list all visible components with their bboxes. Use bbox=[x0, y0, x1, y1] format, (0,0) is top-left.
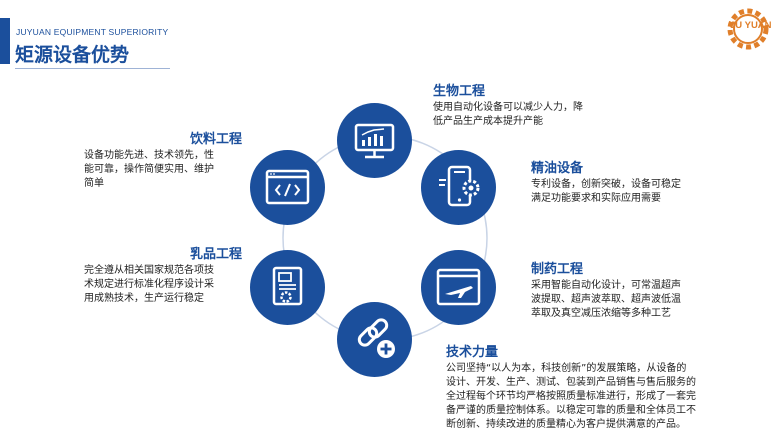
item-description: 采用智能自动化设计，可常温超声 波提取、超声波萃取、超声波低温 萃取及真空减压浓… bbox=[531, 280, 681, 319]
node-beverage bbox=[250, 150, 325, 225]
node-bioengineering bbox=[337, 103, 412, 178]
company-logo-text: JU YUAN bbox=[730, 20, 772, 31]
node-technical-strength bbox=[337, 302, 412, 377]
page-title: 矩源设备优势 bbox=[15, 44, 130, 66]
header-subtitle: JUYUAN EQUIPMENT SUPERIORITY bbox=[16, 27, 169, 37]
item-pharmaceutical: 制药工程 采用智能自动化设计，可常温超声 波提取、超声波萃取、超声波低温 萃取及… bbox=[531, 258, 731, 321]
item-dairy: 乳品工程 完全遵从相关国家规范各项技 术规定进行标准化程序设计采 用成熟技术，生… bbox=[84, 243, 254, 306]
item-description: 专利设备，创新突破，设备可稳定 满足功能要求和实际应用需要 bbox=[531, 179, 681, 204]
node-essential-oil bbox=[421, 150, 496, 225]
item-title: 生物工程 bbox=[433, 84, 486, 99]
item-description: 使用自动化设备可以减少人力，降 低产品生产成本提升产能 bbox=[433, 102, 583, 127]
document-gear-icon bbox=[272, 266, 303, 306]
code-window-icon bbox=[265, 169, 310, 205]
chart-monitor-icon bbox=[354, 123, 395, 159]
airplane-window-icon bbox=[436, 268, 481, 306]
item-description: 公司坚持“以人为本，科技创新”的发展策略，从设备的 设计、开发、生产、测试、包装… bbox=[446, 363, 696, 430]
link-plus-icon bbox=[357, 318, 395, 358]
mobile-gear-icon bbox=[439, 165, 480, 207]
item-title: 技术力量 bbox=[446, 345, 499, 360]
item-beverage: 饮料工程 设备功能先进、技术领先，性 能可靠，操作简便实用、维护 简单 bbox=[84, 128, 254, 191]
header-accent-bar bbox=[0, 18, 10, 64]
item-description: 设备功能先进、技术领先，性 能可靠，操作简便实用、维护 简单 bbox=[84, 150, 214, 189]
item-essential-oil: 精油设备 专利设备，创新突破，设备可稳定 满足功能要求和实际应用需要 bbox=[531, 157, 731, 206]
node-pharmaceutical bbox=[421, 250, 496, 325]
item-title: 乳品工程 bbox=[189, 247, 242, 262]
item-title: 制药工程 bbox=[531, 262, 584, 277]
item-title: 饮料工程 bbox=[189, 132, 242, 147]
item-bioengineering: 生物工程 使用自动化设备可以减少人力，降 低产品生产成本提升产能 bbox=[433, 80, 623, 129]
item-title: 精油设备 bbox=[531, 161, 584, 176]
title-underline bbox=[15, 68, 170, 69]
node-dairy bbox=[250, 250, 325, 325]
item-technical-strength: 技术力量 公司坚持“以人为本，科技创新”的发展策略，从设备的 设计、开发、生产、… bbox=[446, 341, 756, 432]
item-description: 完全遵从相关国家规范各项技 术规定进行标准化程序设计采 用成熟技术，生产运行稳定 bbox=[84, 265, 214, 304]
company-logo-gear-icon bbox=[727, 8, 769, 50]
